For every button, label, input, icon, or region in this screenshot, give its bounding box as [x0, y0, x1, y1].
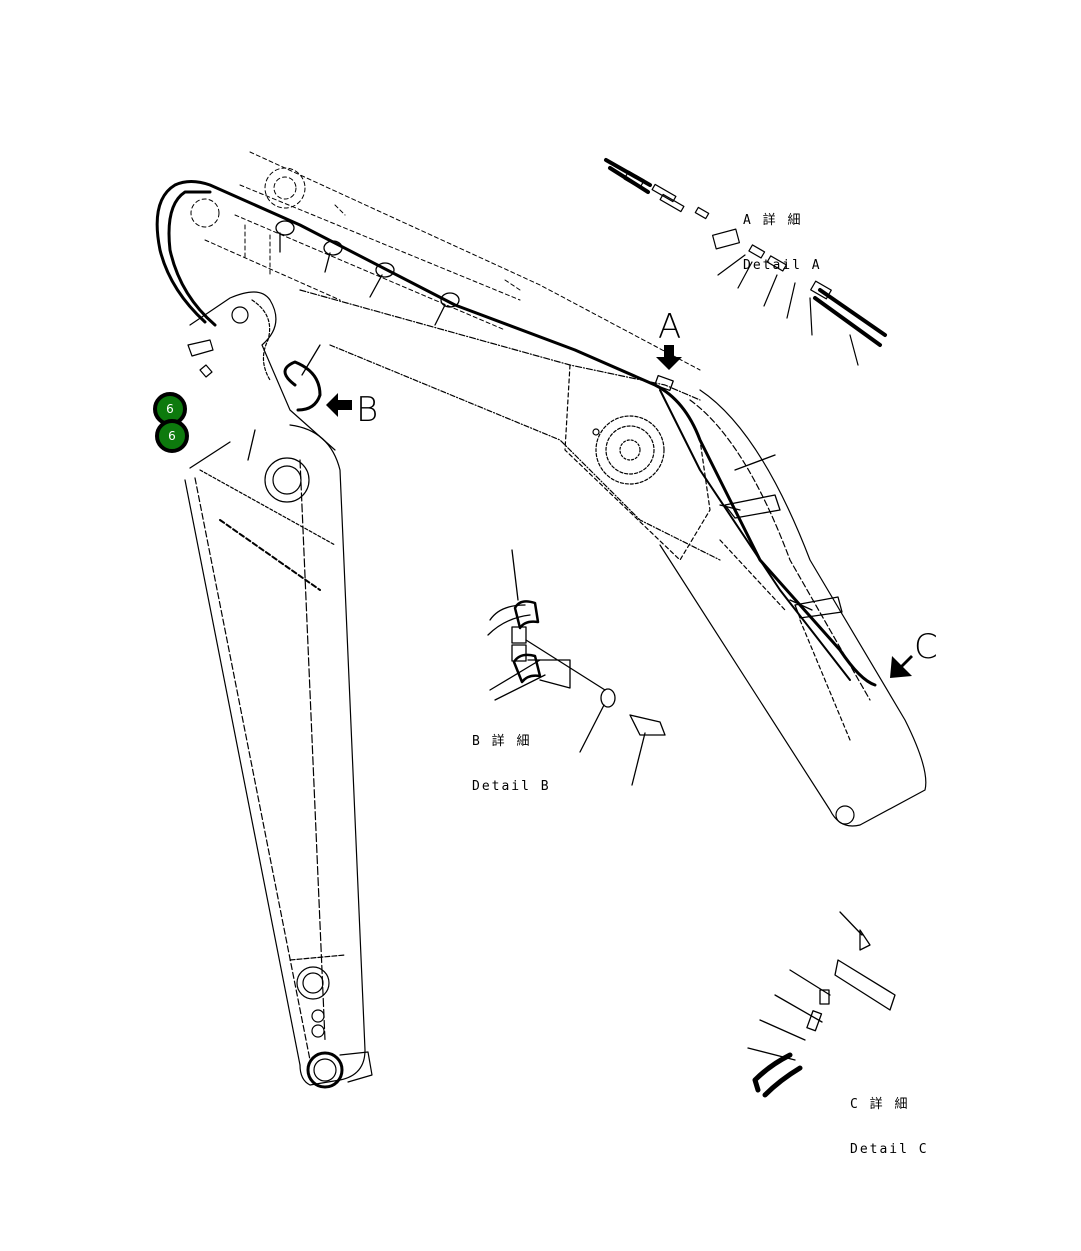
detail-b-caption: B 詳 細 Detail B [472, 704, 551, 809]
detail-b-title-en: Detail B [472, 779, 551, 794]
cable-clamps [275, 220, 843, 619]
leader-lines [189, 232, 813, 611]
stick-arm [184, 424, 373, 1089]
detail-c-title-en: Detail C [850, 1142, 929, 1157]
detail-b-title-jp: B 詳 細 [472, 734, 532, 749]
detail-a-parts [604, 158, 887, 366]
view-label-c: C [914, 627, 938, 667]
detail-a-title-jp: A 詳 細 [743, 213, 803, 228]
view-label-b: B [356, 390, 379, 430]
view-arrow-c [890, 655, 913, 678]
upper-boom-outline [190, 151, 701, 371]
part-callout-6[interactable]: 6 [155, 419, 189, 453]
harness-cable [155, 180, 877, 687]
detail-c-caption: C 詳 細 Detail C [850, 1067, 929, 1172]
detail-c-parts [747, 911, 896, 1098]
view-arrow-b [326, 393, 352, 417]
arm-foot-bracket [187, 291, 336, 451]
view-label-a: A [658, 307, 682, 347]
detail-a-caption: A 詳 細 Detail A [743, 183, 822, 288]
view-arrow-a [656, 345, 682, 370]
detail-b-parts [487, 549, 666, 786]
arm-body [299, 289, 927, 827]
detail-a-title-en: Detail A [743, 258, 822, 273]
detail-c-title-jp: C 詳 細 [850, 1097, 910, 1112]
